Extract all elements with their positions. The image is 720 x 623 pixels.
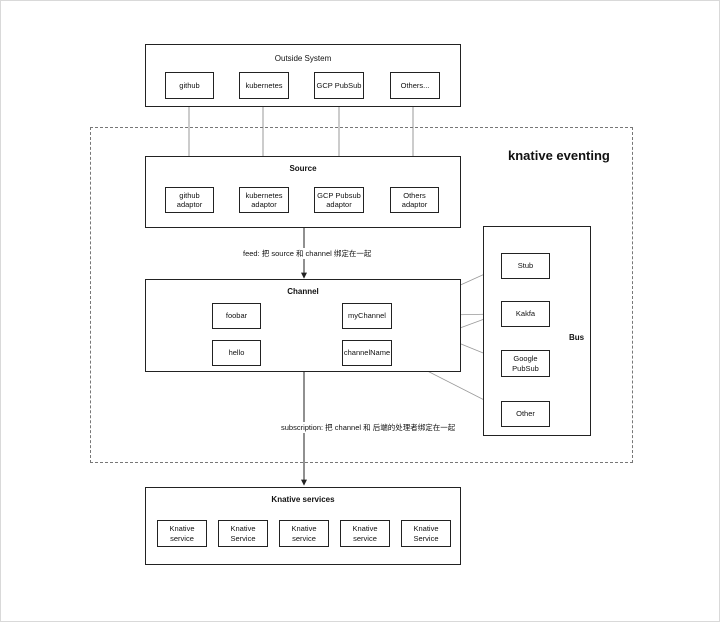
outside-node-kubernetes: kubernetes [239,72,289,99]
channel-node-hello: hello [212,340,261,366]
service-node-2: Knative Service [218,520,268,547]
service-node-4: Knative service [340,520,390,547]
feed-label: feed: 把 source 和 channel 绑定在一起 [241,248,374,259]
channel-group: Channel [145,279,461,372]
bus-node-other: Other [501,401,550,427]
bus-node-google-pubsub: Google PubSub [501,350,550,377]
bus-title: Bus [569,333,585,342]
channel-node-foobar: foobar [212,303,261,329]
channel-node-mychannel: myChannel [342,303,392,329]
bus-node-stub: Stub [501,253,550,279]
outside-node-others: Others... [390,72,440,99]
source-node-github-adaptor: github adaptor [165,187,214,213]
knative-services-title: Knative services [271,495,335,504]
channel-title: Channel [287,287,319,296]
service-node-1: Knative service [157,520,207,547]
source-node-others-adaptor: Others adaptor [390,187,439,213]
bus-node-kakfa: Kakfa [501,301,550,327]
outside-system-title: Outside System [274,54,332,63]
service-node-3: Knative service [279,520,329,547]
channel-node-channelname: channelName [342,340,392,366]
knative-eventing-boundary [90,127,633,463]
service-node-5: Knative Service [401,520,451,547]
outside-node-gcp-pubsub: GCP PubSub [314,72,364,99]
outside-node-github: github [165,72,214,99]
subscription-label: subscription: 把 channel 和 后端的处理者绑定在一起 [279,422,458,433]
knative-eventing-title: knative eventing [508,148,610,163]
source-title: Source [289,164,317,173]
source-node-gcp-adaptor: GCP Pubsub adaptor [314,187,364,213]
source-node-kubernetes-adaptor: kubernetes adaptor [239,187,289,213]
